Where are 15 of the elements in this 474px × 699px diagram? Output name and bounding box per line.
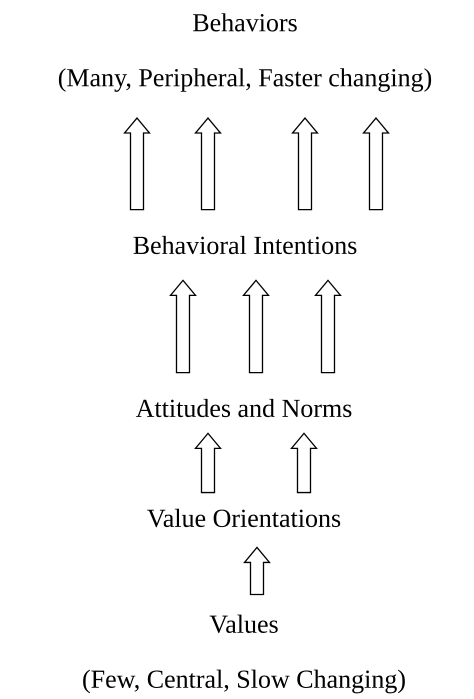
concept-label: Value Orientations (147, 508, 340, 528)
hollow-arrow (291, 117, 319, 210)
hollow-arrow (362, 117, 390, 210)
hollow-arrow (242, 279, 270, 374)
hollow-arrow (194, 117, 222, 210)
hollow-arrow (194, 432, 222, 494)
hollow-arrow (290, 432, 318, 494)
hollow-arrow (169, 279, 197, 374)
hollow-arrow (314, 279, 342, 374)
hollow-arrow (123, 117, 151, 210)
concept-label: Attitudes and Norms (136, 398, 352, 418)
concept-label: Values (Few, Central, Slow Changing) (83, 614, 405, 694)
hollow-arrow (243, 546, 271, 596)
concept-label: Behaviors (Many, Peripheral, Faster changing) (58, 13, 432, 92)
concept-label: Behavioral Intentions (133, 236, 356, 254)
